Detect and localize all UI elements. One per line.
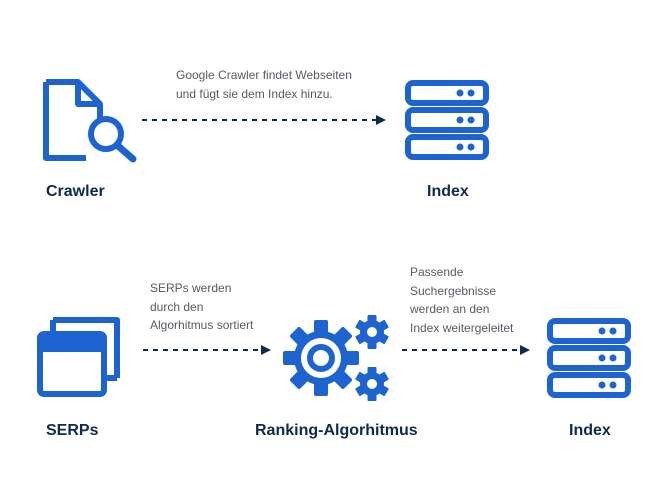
serps-edge-note: SERPs werden durch den Algorhitmus sorti… [150,281,254,332]
crawler-label: Crawler [46,183,105,200]
serps-to-ranking-arrow [143,345,271,355]
server-icon [405,80,489,160]
crawler-edge-note: Google Crawler findet Webseiten und fügt… [176,68,352,101]
crawler-to-index-arrow [142,115,386,125]
index-label-top: Index [427,183,469,200]
browser-windows-icon [37,317,120,397]
serps-label: SERPs [46,422,99,439]
ranking-label: Ranking-Algorhitmus [255,422,418,439]
server-icon [547,318,631,398]
ranking-to-index-arrow [402,345,530,355]
gears-icon [283,315,389,401]
document-search-icon [43,79,137,163]
ranking-edge-note: Passende Suchergebnisse werden an den In… [410,265,514,335]
index-label-bottom: Index [569,422,611,439]
